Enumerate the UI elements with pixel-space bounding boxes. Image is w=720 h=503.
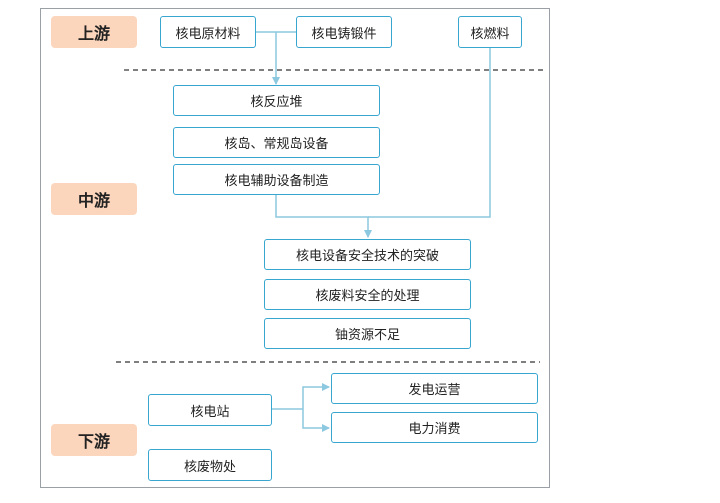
node-consumption: 电力消费 — [331, 412, 538, 443]
connector-fuel — [368, 48, 491, 218]
connector-to-consumption — [302, 409, 330, 432]
node-reactor: 核反应堆 — [173, 85, 380, 116]
connector-aux-to-safety — [275, 194, 372, 238]
node-island-equipment: 核岛、常规岛设备 — [173, 127, 380, 158]
node-nuclear-waste: 核废物处 — [148, 449, 272, 481]
node-fuel: 核燃料 — [458, 16, 522, 48]
node-safety-breakthrough: 核电设备安全技术的突破 — [264, 239, 471, 270]
connector-to-generation — [302, 383, 330, 409]
stage-downstream: 下游 — [51, 424, 137, 456]
node-forgings: 核电铸锻件 — [296, 16, 392, 48]
stage-upstream: 上游 — [51, 16, 137, 48]
node-uranium-shortage: 铀资源不足 — [264, 318, 471, 349]
stage-midstream: 中游 — [51, 183, 137, 215]
node-generation: 发电运营 — [331, 373, 538, 404]
node-auxiliary-equipment: 核电辅助设备制造 — [173, 164, 380, 195]
node-power-plant: 核电站 — [148, 394, 272, 426]
node-waste-safety: 核废料安全的处理 — [264, 279, 471, 310]
node-materials: 核电原材料 — [160, 16, 256, 48]
diagram-frame — [40, 8, 550, 488]
